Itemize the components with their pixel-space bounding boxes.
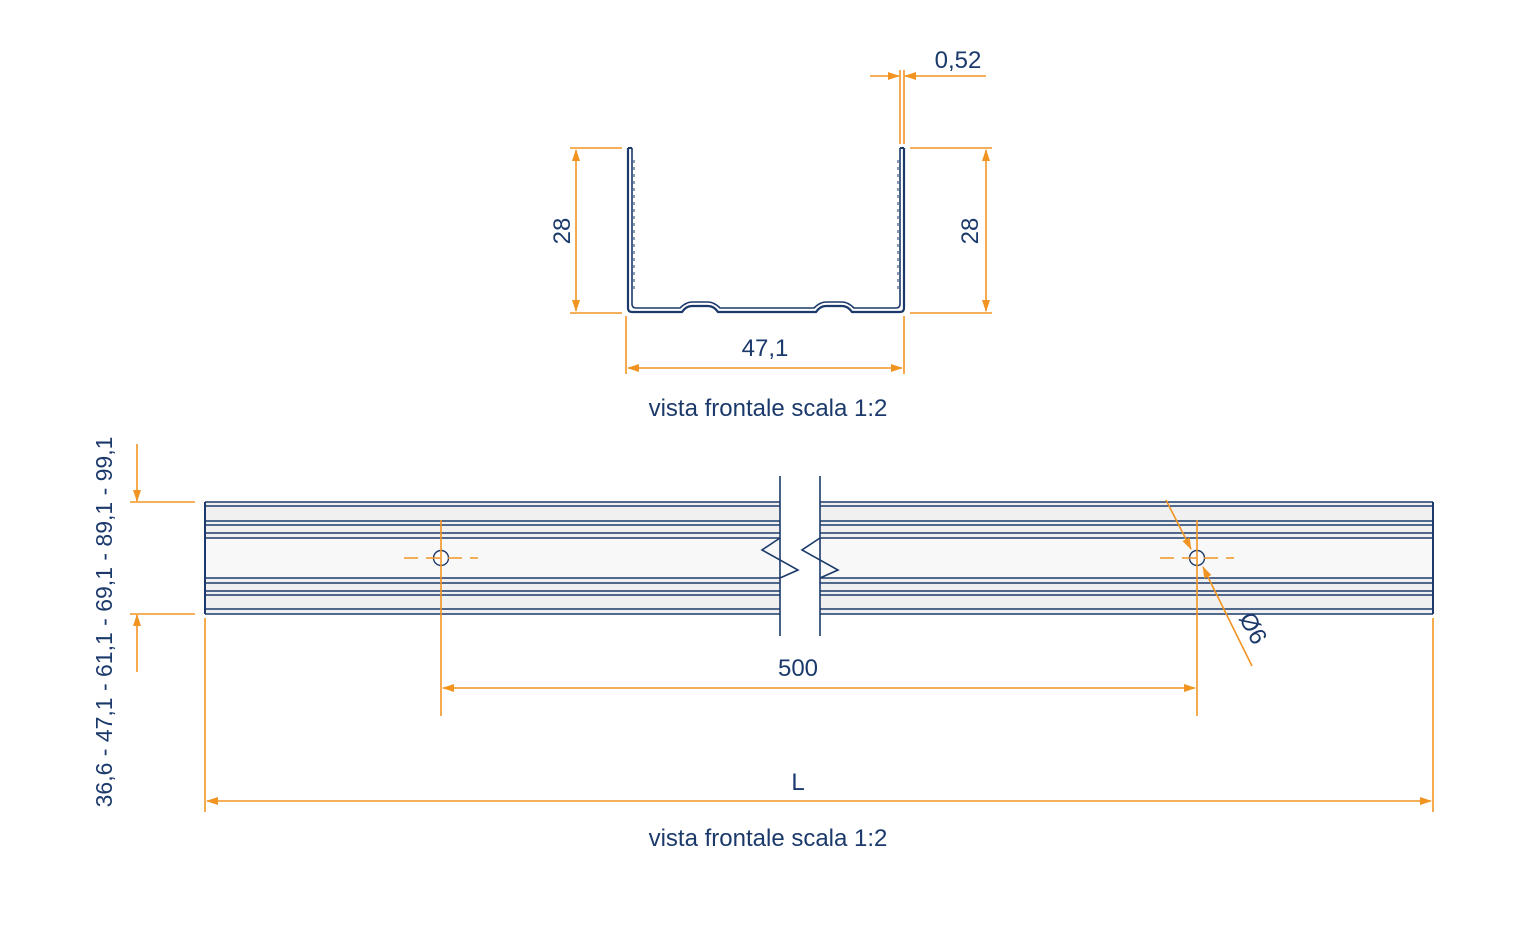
width-dimension: 47,1 bbox=[625, 316, 905, 374]
width-label: 47,1 bbox=[742, 335, 789, 362]
length-caption: vista frontale scala 1:2 bbox=[649, 825, 888, 852]
length-dimension: L bbox=[204, 618, 1434, 812]
section-caption: vista frontale scala 1:2 bbox=[649, 395, 888, 422]
hole-left bbox=[404, 520, 478, 716]
hole-right bbox=[1160, 520, 1234, 716]
profile-strip-right bbox=[820, 501, 1434, 615]
section-view: 0,52 28 28 47,1 vista frontale scala 1:2 bbox=[549, 47, 992, 422]
length-view: Ø6 500 L 36,6 - 47,1 - 61,1 - 69,1 - 89,… bbox=[91, 437, 1434, 852]
height-dimension-left: 28 bbox=[549, 147, 622, 314]
u-profile-section bbox=[626, 147, 906, 314]
thickness-label: 0,52 bbox=[935, 47, 982, 74]
break-symbol bbox=[760, 476, 840, 636]
length-label: L bbox=[791, 769, 804, 796]
thickness-dimension: 0,52 bbox=[870, 47, 986, 144]
widths-dimension: 36,6 - 47,1 - 61,1 - 69,1 - 89,1 - 99,1 bbox=[91, 437, 195, 808]
height-label-right: 28 bbox=[957, 218, 984, 245]
height-dimension-right: 28 bbox=[910, 147, 992, 314]
height-label-left: 28 bbox=[549, 218, 576, 245]
hole-spacing-dimension: 500 bbox=[442, 655, 1196, 692]
widths-label: 36,6 - 47,1 - 61,1 - 69,1 - 89,1 - 99,1 bbox=[91, 437, 117, 808]
profile-strip-left bbox=[204, 501, 780, 615]
hole-spacing-label: 500 bbox=[778, 655, 818, 682]
